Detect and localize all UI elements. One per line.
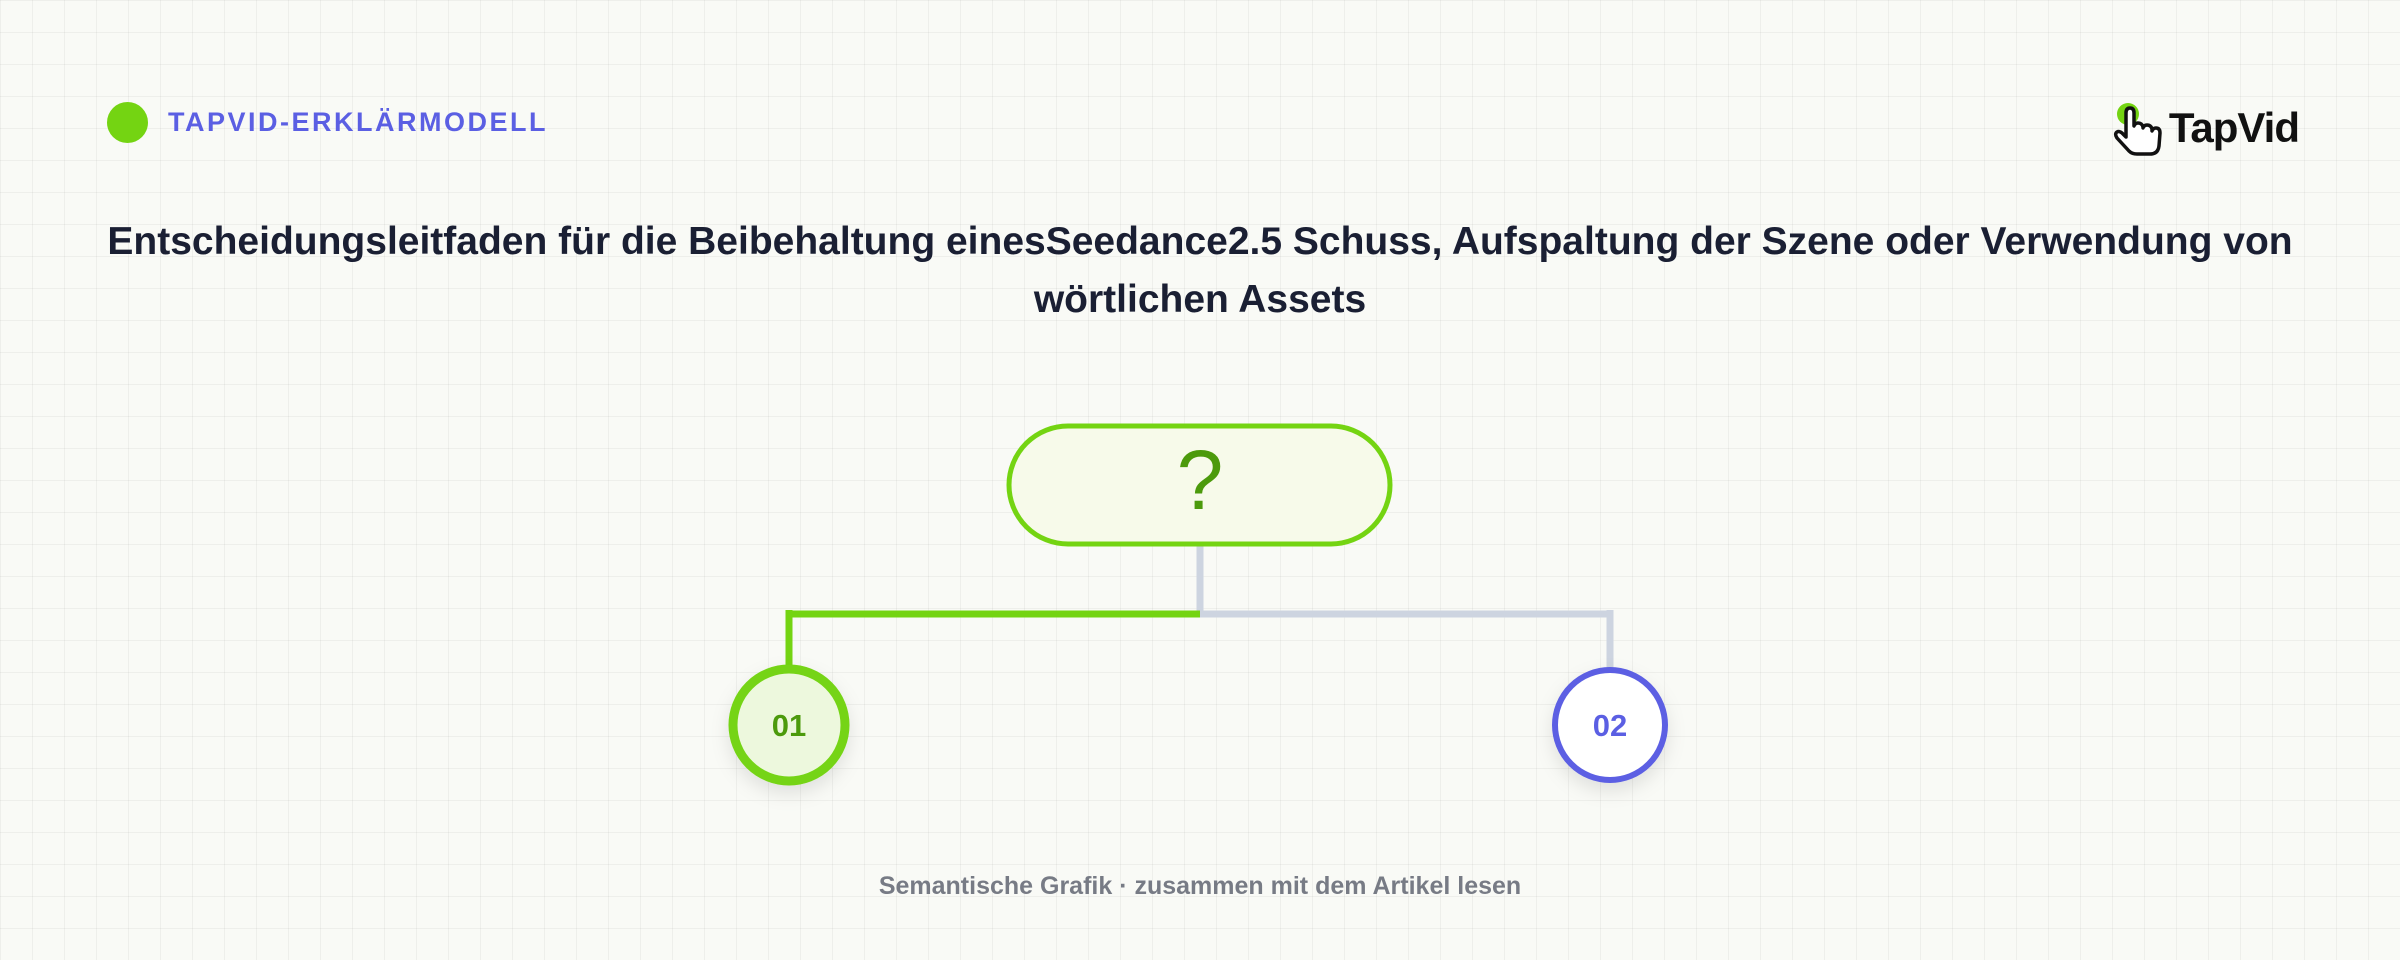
brand-dot — [107, 102, 148, 143]
option-node-01-label: 01 — [772, 708, 806, 743]
brand-tag: TAPVID-ERKLÄRMODELL — [107, 102, 548, 143]
hand-pointer-icon — [2113, 100, 2167, 156]
connector-inactive — [1196, 542, 1614, 668]
page-title: Entscheidungsleitfaden für die Beibehalt… — [107, 220, 2293, 321]
brand-tag-label: TAPVID-ERKLÄRMODELL — [168, 107, 548, 137]
footer-caption: Semantische Grafik · zusammen mit dem Ar… — [878, 872, 1522, 900]
option-node-02-label: 02 — [1593, 708, 1627, 743]
option-node-02[interactable]: 02 — [1552, 667, 1668, 783]
option-node-01[interactable]: 01 — [728, 664, 850, 786]
root-node[interactable]: ? — [1006, 423, 1393, 547]
connector-active — [785, 610, 1200, 668]
root-node-label: ? — [1177, 433, 1224, 527]
logo-wordmark: TapVid — [2168, 104, 2300, 151]
tapvid-logo[interactable]: TapVid — [2113, 100, 2300, 156]
